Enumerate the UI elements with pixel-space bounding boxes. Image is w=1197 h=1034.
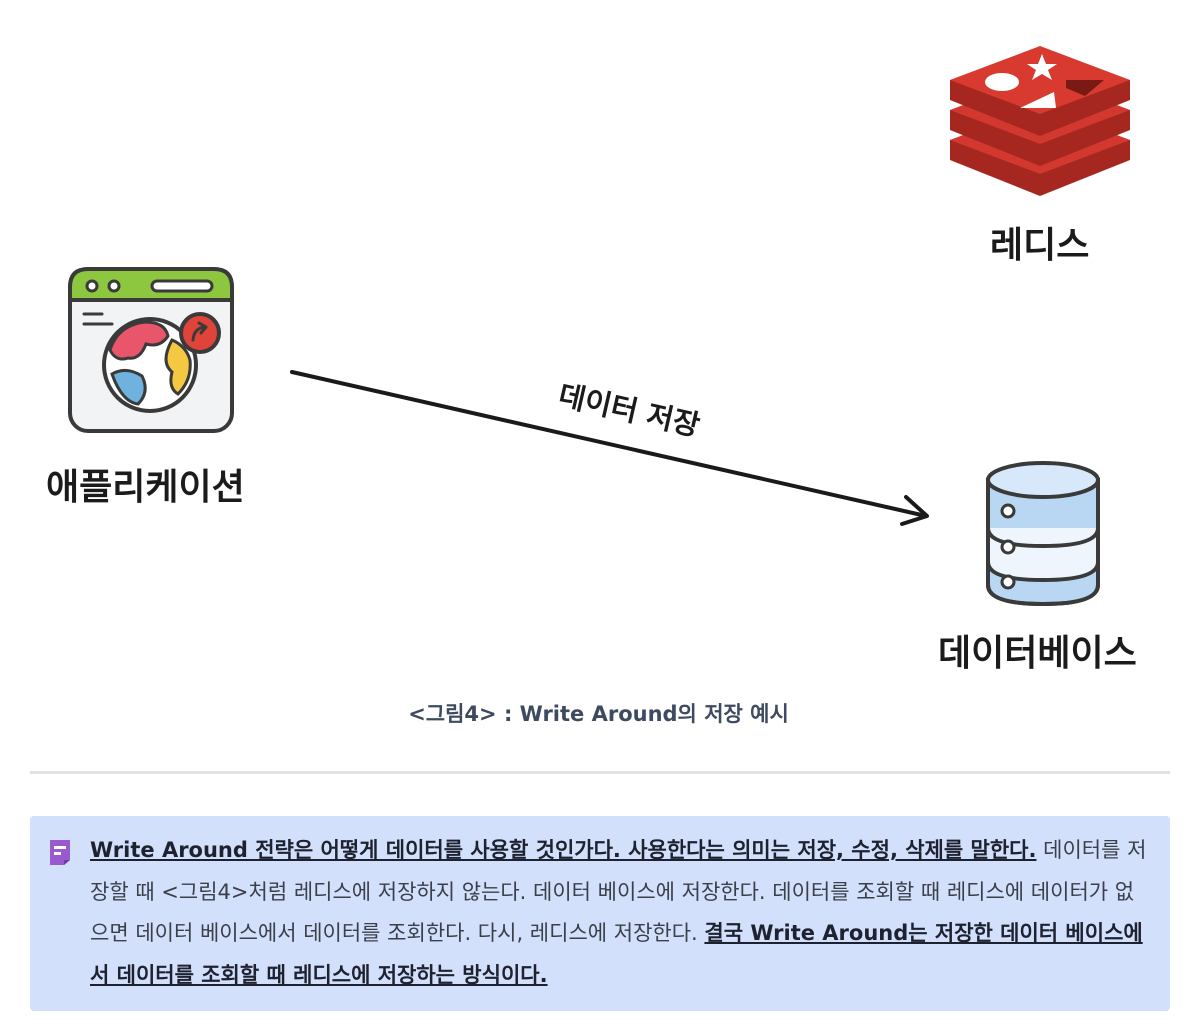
callout-box: Write Around 전략은 어떻게 데이터를 사용할 것인가다. 사용한다…: [30, 816, 1170, 1011]
browser-globe-icon: [68, 267, 234, 433]
database-label: 데이터베이스: [938, 633, 1137, 674]
redis-logo-icon: [950, 46, 1130, 196]
diagram: 데이터 저장 레디스 애플리케이션 데이터베이스: [46, 46, 1137, 674]
callout-emphasis-2: 결국 Write Around는 저장한 데이터 베이스에서 데이터를 조회할 …: [90, 921, 1143, 987]
database-cylinder-icon: [986, 461, 1100, 607]
flow-arrow: [290, 370, 929, 526]
diagram-canvas: 데이터 저장: [68, 46, 1130, 607]
callout-body: 데이터를 저장할 때 <그림4>처럼 레디스에 저장하지 않는다. 데이터 베이…: [90, 838, 1147, 945]
figure-caption: <그림4> : Write Around의 저장 예시: [408, 702, 789, 726]
application-label: 애플리케이션: [46, 467, 245, 508]
callout-emphasis-1: Write Around 전략은 어떻게 데이터를 사용할 것인가다. 사용한다…: [90, 838, 1037, 862]
divider: [30, 771, 1170, 774]
arrow-label: 데이터 저장: [555, 378, 703, 443]
note-icon: [50, 840, 70, 865]
callout-text: Write Around 전략은 어떻게 데이터를 사용할 것인가다. 사용한다…: [90, 830, 1150, 996]
redis-label: 레디스: [990, 225, 1090, 266]
